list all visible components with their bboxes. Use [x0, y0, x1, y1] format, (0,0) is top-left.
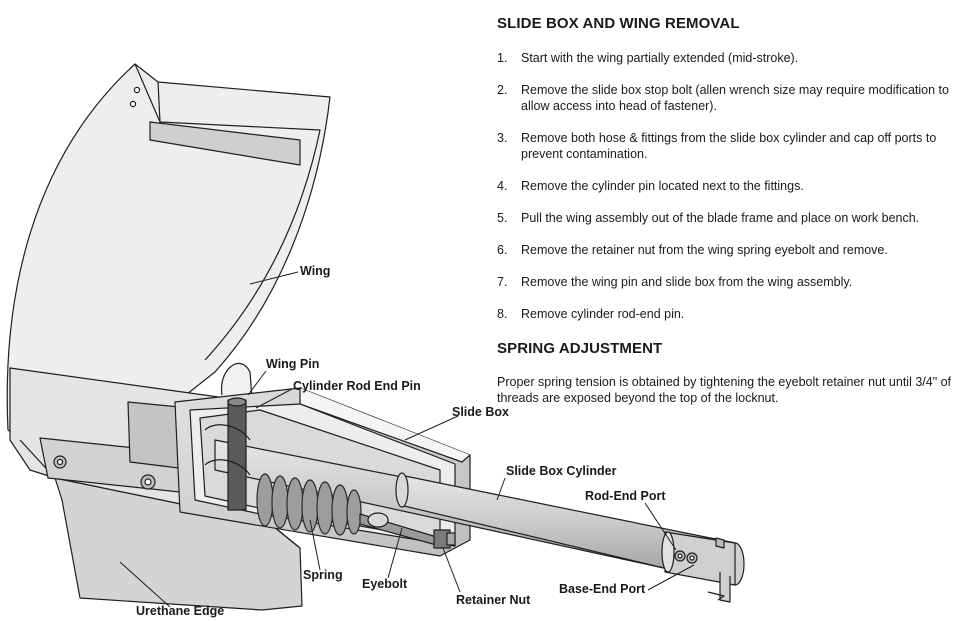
spring-adjustment-text: Proper spring tension is obtained by tig…: [497, 375, 952, 405]
step-item: 3. Remove both hose & fittings from the …: [497, 130, 967, 162]
section-title-removal: SLIDE BOX AND WING REMOVAL: [497, 15, 740, 32]
step-text: Remove both hose & fittings from the sli…: [521, 131, 937, 161]
step-number: 4.: [497, 179, 508, 193]
label-wing-pin: Wing Pin: [266, 357, 320, 371]
label-wing: Wing: [300, 264, 331, 278]
cyl-rod-end-pin: [227, 399, 247, 511]
step-text: Remove the cylinder pin located next to …: [521, 179, 804, 193]
step-text: Pull the wing assembly out of the blade …: [521, 211, 920, 225]
label-base-end-port: Base-End Port: [559, 582, 646, 596]
label-rod-end-port: Rod-End Port: [585, 489, 666, 503]
step-item: 7. Remove the wing pin and slide box fro…: [497, 274, 967, 290]
label-retainer-nut: Retainer Nut: [456, 593, 531, 607]
label-slide-box: Slide Box: [452, 405, 509, 419]
step-text: Remove the slide box stop bolt (allen wr…: [521, 83, 949, 113]
label-spring: Spring: [303, 568, 343, 582]
step-number: 8.: [497, 307, 508, 321]
spring-coils: [256, 473, 362, 536]
section-title-spring-adjustment: SPRING ADJUSTMENT: [497, 340, 663, 357]
label-slide-box-cylinder: Slide Box Cylinder: [506, 464, 617, 478]
step-item: 2. Remove the slide box stop bolt (allen…: [497, 82, 967, 114]
step-number: 3.: [497, 131, 508, 145]
step-number: 6.: [497, 243, 508, 257]
step-item: 6. Remove the retainer nut from the wing…: [497, 242, 967, 258]
label-cylinder-rod-end-pin: Cylinder Rod End Pin: [293, 379, 421, 393]
step-item: 8. Remove cylinder rod-end pin.: [497, 306, 967, 322]
step-text: Remove the retainer nut from the wing sp…: [521, 243, 888, 257]
label-urethane-edge: Urethane Edge: [136, 604, 225, 618]
wing-pin-loop: [220, 362, 253, 399]
step-item: 5. Pull the wing assembly out of the bla…: [497, 210, 967, 226]
step-text: Start with the wing partially extended (…: [521, 51, 799, 65]
step-number: 1.: [497, 51, 508, 65]
step-text: Remove cylinder rod-end pin.: [521, 307, 685, 321]
step-number: 5.: [497, 211, 508, 225]
step-item: 1. Start with the wing partially extende…: [497, 50, 967, 66]
step-text: Remove the wing pin and slide box from t…: [521, 275, 853, 289]
step-number: 7.: [497, 275, 508, 289]
label-eyebolt: Eyebolt: [362, 577, 408, 591]
step-number: 2.: [497, 83, 508, 97]
step-item: 4. Remove the cylinder pin located next …: [497, 178, 967, 194]
removal-steps: 1. Start with the wing partially extende…: [497, 50, 967, 322]
